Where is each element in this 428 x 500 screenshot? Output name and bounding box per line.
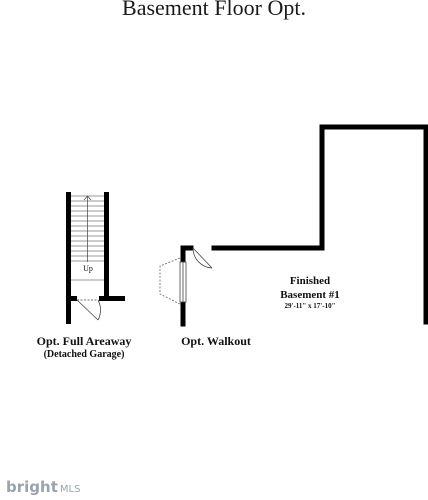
finished-basement-label-line2: Basement #1 — [280, 289, 340, 301]
areaway-door-icon — [76, 299, 101, 321]
watermark-suffix: MLS — [59, 484, 81, 495]
watermark-brand: bright — [6, 478, 58, 496]
bright-mls-watermark-logo: bright MLS — [6, 478, 80, 496]
stair-up-arrow-icon — [83, 195, 92, 262]
walkout-door-icon — [192, 247, 213, 269]
areaway-note: (Detached Garage) — [43, 349, 125, 360]
basement-top-wall — [211, 124, 428, 251]
plan-title: Basement Floor Opt. — [122, 0, 306, 20]
areaway-bottom-left-wall — [66, 296, 77, 301]
areaway-label: Opt. Full Areaway — [36, 334, 132, 348]
stair-up-label: Up — [83, 264, 93, 273]
finished-basement-dimensions: 29'-11" x 17'-10" — [284, 302, 336, 310]
walkout-sliding-door-icon — [179, 261, 187, 303]
areaway-bottom-right-wall — [99, 296, 125, 301]
finished-basement-label-line1: Finished — [289, 275, 331, 287]
areaway-structure — [66, 192, 125, 324]
walkout-bay-icon — [159, 257, 181, 305]
areaway-left-wall — [66, 192, 71, 324]
walkout-label: Opt. Walkout — [181, 334, 251, 348]
areaway-right-wall — [104, 192, 109, 300]
